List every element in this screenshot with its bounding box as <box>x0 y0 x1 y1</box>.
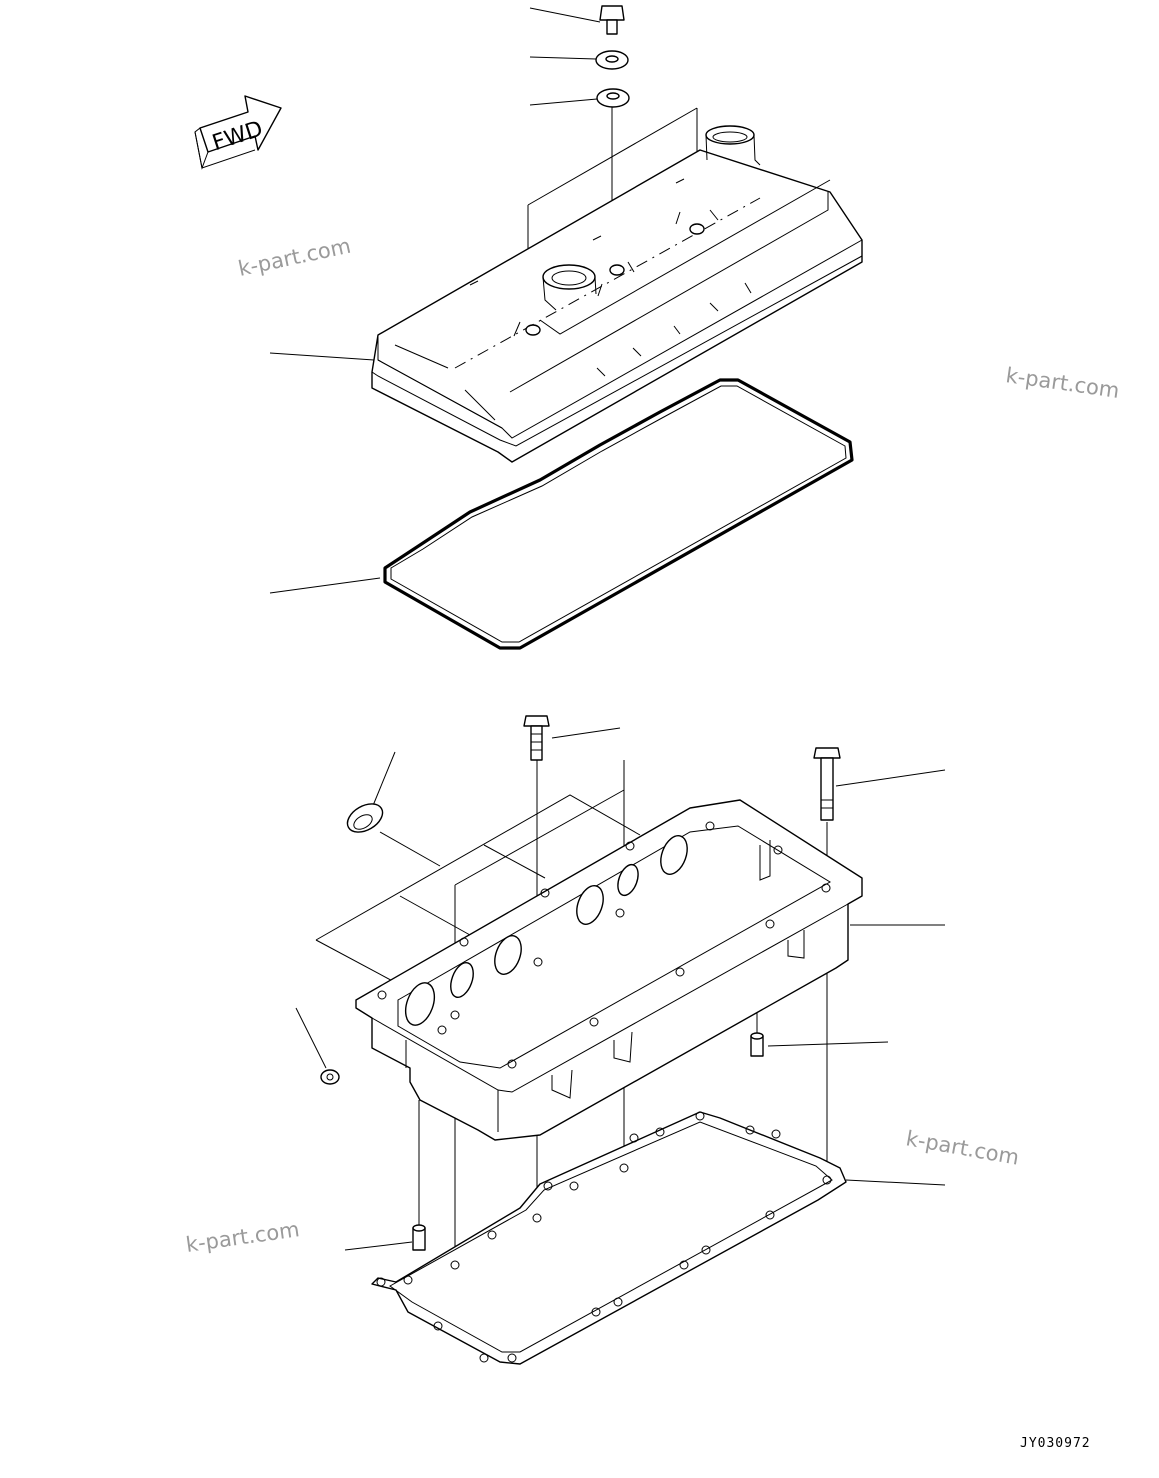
rubber-grommet <box>596 88 630 108</box>
flange-bolt-left <box>523 715 550 761</box>
watermark-text: k-part.com <box>184 1217 301 1257</box>
flange-bolt-right <box>813 747 841 821</box>
head-cover-gasket <box>383 378 854 650</box>
dowel-pin-left <box>412 1224 426 1251</box>
cylinder-head-cover <box>371 125 863 463</box>
head-gasket <box>371 1111 847 1365</box>
cap-bolt <box>599 5 625 35</box>
seal-washer <box>595 50 629 70</box>
figure-code: JY030972 <box>1020 1436 1091 1451</box>
cylinder-head <box>320 799 863 1141</box>
dowel-pin-right <box>750 1032 764 1057</box>
watermark-text: k-part.com <box>236 234 353 281</box>
oil-seal <box>346 803 384 833</box>
watermark-text: k-part.com <box>1004 363 1121 403</box>
watermark-text: k-part.com <box>904 1126 1021 1169</box>
fwd-direction-arrow: FWD <box>194 95 282 170</box>
